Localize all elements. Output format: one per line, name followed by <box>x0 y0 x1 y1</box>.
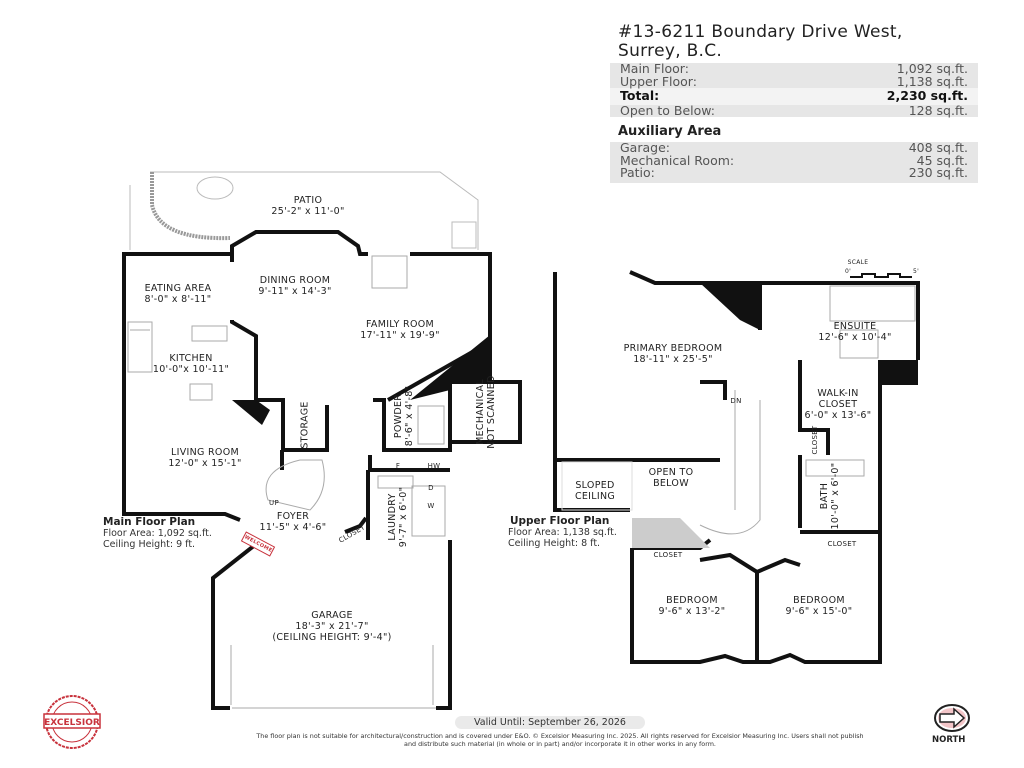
address-line-2: Surrey, B.C. <box>618 41 723 61</box>
area-row: Open to Below:128 sq.ft. <box>610 104 978 117</box>
auxiliary-area-heading: Auxiliary Area <box>618 124 722 139</box>
room-label-closet: CLOSET <box>827 540 857 548</box>
area-row: Upper Floor:1,138 sq.ft. <box>610 75 978 88</box>
auxiliary-area-table: Garage:408 sq.ft. Mechanical Room:45 sq.… <box>610 141 978 183</box>
disclaimer-text: The floor plan is not suitable for archi… <box>256 732 864 748</box>
main-floor-ceiling: Ceiling Height: 9 ft. <box>103 539 196 550</box>
north-arrow-icon <box>934 704 970 732</box>
area-row-total: Total:2,230 sq.ft. <box>610 88 978 105</box>
stair-up-label: UP <box>269 499 279 507</box>
main-floor-area: Floor Area: 1,092 sq.ft. <box>103 528 212 539</box>
scale-start: 0' <box>844 268 852 275</box>
valid-until-badge: Valid Until: September 26, 2026 <box>455 716 645 729</box>
room-label-closet: CLOSET <box>653 551 683 559</box>
wall-fill <box>232 400 270 425</box>
room-label-open-to-below: OPEN TO BELOW <box>648 467 694 489</box>
excelsior-logo: EXCELSIOR <box>43 695 101 749</box>
room-label-storage: STORAGE <box>299 401 311 449</box>
property-address: #13-6211 Boundary Drive West, Surrey, B.… <box>618 23 903 61</box>
room-label-sloped-ceiling: SLOPED CEILING <box>574 480 616 502</box>
furnace-label: F <box>395 462 401 470</box>
hatched-area <box>632 518 710 548</box>
stair-down-label: DN <box>730 397 742 405</box>
wall-fill <box>880 360 918 385</box>
hot-water-label: HW <box>427 462 441 470</box>
aux-row: Mechanical Room:45 sq.ft. <box>610 154 978 167</box>
wall-fill <box>410 335 490 400</box>
svg-text:EXCELSIOR: EXCELSIOR <box>44 718 100 728</box>
upper-floor-area: Floor Area: 1,138 sq.ft. <box>508 527 617 538</box>
address-line-1: #13-6211 Boundary Drive West, <box>618 22 903 42</box>
scale-bar <box>850 273 912 278</box>
scale-label: SCALE <box>847 259 869 266</box>
washer-label: W <box>427 502 435 510</box>
aux-row: Patio:230 sq.ft. <box>610 166 978 183</box>
north-label: NORTH <box>932 735 966 745</box>
area-summary-table: Main Floor:1,092 sq.ft. Upper Floor:1,13… <box>610 62 978 117</box>
main-floor-plan-title: Main Floor Plan <box>103 516 196 528</box>
upper-walls <box>553 272 630 512</box>
wall-fill <box>700 283 760 330</box>
upper-floor-walls <box>555 270 920 664</box>
main-floor-fixtures <box>127 255 446 709</box>
patio-outline <box>129 171 479 250</box>
upper-floor-plan-title: Upper Floor Plan <box>510 515 610 527</box>
area-row: Main Floor:1,092 sq.ft. <box>610 62 978 76</box>
upper-floor-ceiling: Ceiling Height: 8 ft. <box>508 538 601 549</box>
dryer-label: D <box>428 484 434 492</box>
welcome-mat <box>240 531 276 557</box>
room-label-closet: CLOSET <box>811 425 819 455</box>
upper-floor-fixtures <box>561 285 916 535</box>
scale-end: 5' <box>912 268 920 275</box>
aux-row: Garage:408 sq.ft. <box>610 141 978 155</box>
